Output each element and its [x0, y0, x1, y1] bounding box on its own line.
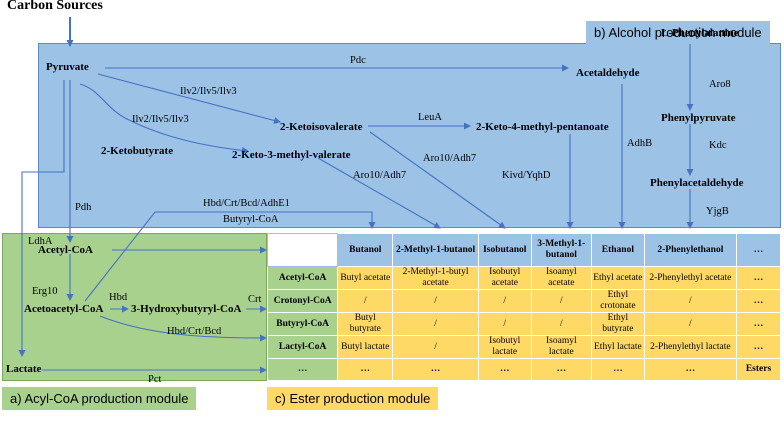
table-cell: …	[643, 358, 738, 381]
lactate-node: Lactate	[6, 363, 42, 375]
keto-3-methyl-valerate-node: 2-Keto-3-methyl-valerate	[232, 149, 351, 161]
table-cell: Isoamyl acetate	[530, 266, 593, 290]
col-3-methyl-1-butanol: 3-Methyl-1-butanol	[530, 233, 593, 267]
table-cell: …	[337, 358, 394, 381]
table-cell: Isobutyl lactate	[477, 335, 532, 359]
alcohol-module-box	[38, 43, 781, 228]
enzyme-pdc: Pdc	[350, 55, 366, 66]
table-cell-esters: Esters	[736, 358, 781, 381]
table-cell: …	[477, 358, 532, 381]
table-cell: Butyl butyrate	[337, 312, 394, 336]
flow-butyryl-coa: Butyryl-CoA	[223, 214, 279, 225]
enzyme-pdh: Pdh	[75, 202, 92, 213]
col-more: …	[736, 233, 781, 267]
row-head-acetyl-coa: Acetyl-CoA	[266, 266, 339, 290]
enzyme-kivd-yqhd: Kivd/YqhD	[502, 170, 551, 181]
table-cell: /	[392, 312, 479, 336]
alcohol-module-label: b) Alcohol production module	[586, 21, 770, 44]
ketoisovalerate-node: 2-Ketoisovalerate	[280, 121, 363, 133]
ketobutyrate-node: 2-Ketobutyrate	[101, 145, 174, 157]
row-head-more: …	[266, 358, 339, 381]
pyruvate-node: Pyruvate	[46, 61, 89, 73]
row-head-butyryl-coa: Butyryl-CoA	[266, 312, 339, 336]
enzyme-ldha: LdhA	[28, 236, 53, 247]
enzyme-hbd-crt-bcd-adhe1: Hbd/Crt/Bcd/AdhE1	[203, 198, 290, 209]
table-cell: /	[392, 335, 479, 359]
hydroxybutyryl-coa-node: 3-Hydroxybutyryl-CoA	[131, 303, 242, 315]
enzyme-yjgb: YjgB	[706, 206, 729, 217]
enzyme-adhb: AdhB	[627, 138, 653, 149]
table-cell: Ethyl lactate	[591, 335, 645, 359]
enzyme-leua: LeuA	[418, 112, 442, 123]
table-cell: Ethyl butyrate	[591, 312, 645, 336]
table-cell: …	[736, 312, 781, 336]
table-cell: Ethyl acetate	[591, 266, 645, 290]
table-row: … … … … … … … Esters	[266, 358, 781, 381]
acetoacetyl-coa-node: Acetoacetyl-CoA	[24, 303, 104, 315]
col-butanol: Butanol	[337, 233, 394, 267]
table-cell: Isoamyl lactate	[530, 335, 593, 359]
ester-module-label: c) Ester production module	[267, 387, 439, 410]
table-cell: …	[392, 358, 479, 381]
acetyl-coa-node: Acetyl-CoA	[38, 244, 93, 256]
table-cell: /	[530, 312, 593, 336]
table-corner	[266, 233, 339, 267]
table-row: Lactyl-CoA Butyl lactate / Isobutyl lact…	[266, 335, 781, 359]
enzyme-aro10-adh7-a: Aro10/Adh7	[423, 153, 477, 164]
table-cell: …	[736, 266, 781, 290]
acetaldehyde-node: Acetaldehyde	[576, 67, 640, 79]
col-ethanol: Ethanol	[591, 233, 645, 267]
table-cell: Ethyl crotonate	[591, 289, 645, 313]
table-cell: 2-Phenylethyl acetate	[643, 266, 738, 290]
acyl-coa-module-label: a) Acyl-CoA production module	[2, 387, 197, 410]
table-cell: …	[530, 358, 593, 381]
col-isobutanol: Isobutanol	[477, 233, 532, 267]
enzyme-ilv-1: Ilv2/Ilv5/Ilv3	[180, 86, 237, 97]
ester-table: Butanol 2-Methyl-1-butanol Isobutanol 3-…	[266, 233, 781, 381]
enzyme-erg10: Erg10	[32, 286, 58, 297]
enzyme-aro10-adh7-b: Aro10/Adh7	[353, 170, 407, 181]
row-head-lactyl-coa: Lactyl-CoA	[266, 335, 339, 359]
enzyme-aro8: Aro8	[709, 79, 731, 90]
table-cell: Butyl acetate	[337, 266, 394, 290]
phenylacetaldehyde-node: Phenylacetaldehyde	[650, 177, 744, 189]
enzyme-kdc: Kdc	[709, 140, 727, 151]
l-phenylalanine-node: L-Phenylalanine	[661, 27, 739, 39]
table-row: Crotonyl-CoA / / / / Ethyl crotonate / …	[266, 289, 781, 313]
table-cell: Isobutyl acetate	[477, 266, 532, 290]
table-cell: /	[477, 289, 532, 313]
table-cell: …	[736, 289, 781, 313]
table-cell: /	[643, 289, 738, 313]
phenylpyruvate-node: Phenylpyruvate	[661, 112, 736, 124]
row-head-crotonyl-coa: Crotonyl-CoA	[266, 289, 339, 313]
carbon-sources-label: Carbon Sources	[7, 0, 103, 13]
table-cell: …	[736, 335, 781, 359]
enzyme-crt: Crt	[248, 294, 262, 305]
table-cell: /	[337, 289, 394, 313]
keto-4-methyl-pentanoate-node: 2-Keto-4-methyl-pentanoate	[476, 121, 609, 133]
enzyme-hbd-crt-bcd: Hbd/Crt/Bcd	[167, 326, 222, 337]
enzyme-pct: Pct	[148, 374, 162, 385]
table-cell: /	[643, 312, 738, 336]
table-cell: 2-Methyl-1-butyl acetate	[392, 266, 479, 290]
table-header-row: Butanol 2-Methyl-1-butanol Isobutanol 3-…	[266, 233, 781, 267]
table-cell: /	[392, 289, 479, 313]
table-cell: /	[477, 312, 532, 336]
table-cell: Butyl lactate	[337, 335, 394, 359]
table-cell: /	[530, 289, 593, 313]
enzyme-hbd: Hbd	[109, 292, 128, 303]
table-cell: 2-Phenylethyl lactate	[643, 335, 738, 359]
table-row: Acetyl-CoA Butyl acetate 2-Methyl-1-buty…	[266, 266, 781, 290]
col-2-methyl-1-butanol: 2-Methyl-1-butanol	[392, 233, 479, 267]
col-2-phenylethanol: 2-Phenylethanol	[643, 233, 738, 267]
table-cell: …	[591, 358, 645, 381]
table-row: Butyryl-CoA Butyl butyrate / / / Ethyl b…	[266, 312, 781, 336]
enzyme-ilv-2: Ilv2/Ilv5/Ilv3	[132, 114, 189, 125]
